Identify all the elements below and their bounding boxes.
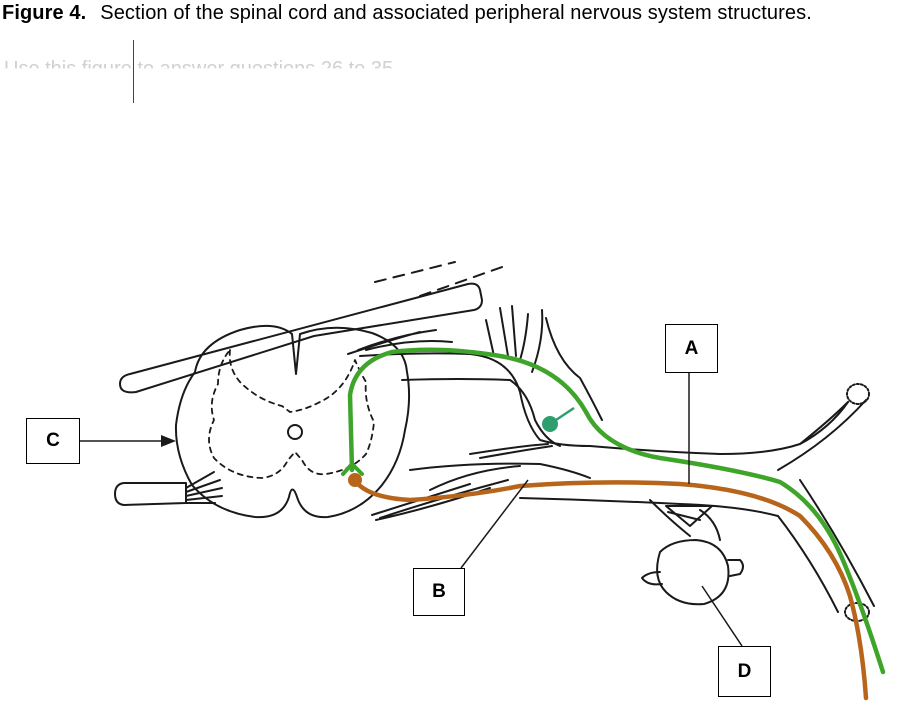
dashed-line-upper [374,261,456,283]
label-b: B [413,568,465,616]
ganglion-right-stub [727,559,744,577]
dorsal-ramus-cut [846,383,870,405]
posterior-rod [119,282,483,394]
nerve-branch-4 [519,313,529,361]
dashed-line-lower [419,265,506,297]
motor-cell-body [348,473,362,487]
sensory-neuron [347,347,886,675]
nerve-branch-5 [531,309,544,373]
label-a: A [665,324,718,373]
label-d-line [701,585,743,647]
label-d: D [718,646,771,697]
figure-instruction: Use this figure to answer questions 26 t… [4,58,399,80]
nerve-branch-1 [485,319,495,357]
figure-title: Figure 4. Section of the spinal cord and … [2,2,812,25]
label-c-arrowhead [161,435,176,447]
ventral-root-upper [409,462,591,479]
motor-neuron [353,479,869,701]
nerve-branch-6 [545,317,603,421]
nerve-branch-2 [499,307,509,357]
rami-triangle [665,505,713,527]
label-c: C [26,418,80,464]
sensory-terminal [341,461,364,476]
spinal-nerve-upper [589,401,849,455]
dorsal-root-lower [401,378,561,447]
sensory-cell-body [542,416,558,432]
drg-inner-fibres [469,443,553,459]
dorsal-root [359,352,591,447]
grey-matter-outline [208,349,375,479]
figure-caption: Section of the spinal cord and associate… [100,2,812,24]
figure-number: Figure 4. [2,2,87,24]
spinal-nerve-lower [519,497,779,517]
spinal-cord-outline [174,324,411,519]
ventral-ramus [777,479,875,613]
text-cursor [133,40,134,103]
sympathetic-ganglion [656,539,730,606]
central-canal [287,424,303,440]
label-b-line [460,479,529,569]
left-rootlets [185,471,223,504]
ganglion-left-stub [641,571,663,586]
nerve-branch-3 [511,305,517,357]
ventral-rootlets [371,465,521,521]
dorsal-rootlets [347,329,453,355]
anterior-rod [114,482,187,506]
dorsal-ramus [777,399,867,471]
